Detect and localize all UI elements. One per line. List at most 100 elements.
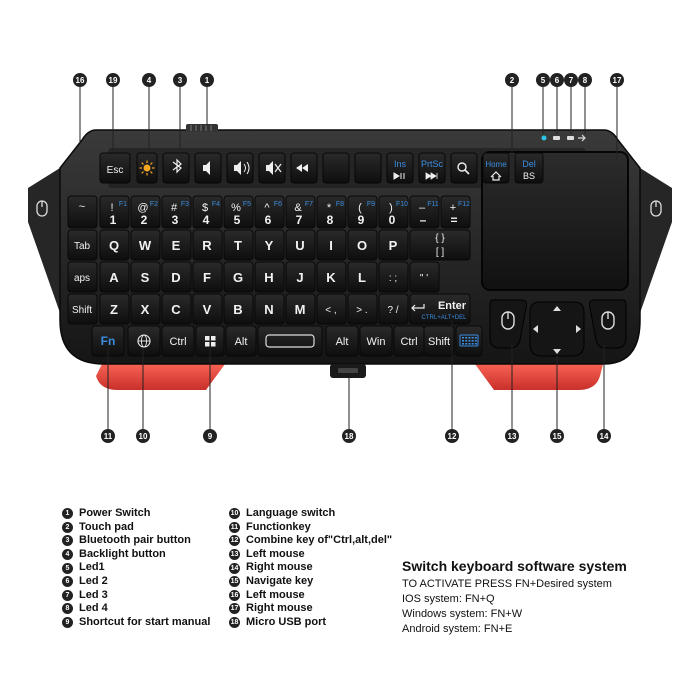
key-num-0[interactable] xyxy=(99,195,130,229)
key-num-3[interactable] xyxy=(192,195,223,229)
key-q-2[interactable] xyxy=(130,229,161,261)
key-num-6[interactable] xyxy=(285,195,316,229)
key-q-3[interactable] xyxy=(161,229,192,261)
key-shift-label: ) xyxy=(389,202,393,214)
key-punct-label: < , xyxy=(325,305,336,316)
key-alt-label: Alt xyxy=(235,336,248,348)
key-z-extra-1[interactable] xyxy=(347,293,378,325)
key-bottom-6[interactable] xyxy=(325,325,359,357)
key-a-extra-0[interactable] xyxy=(378,261,409,293)
system-line: Windows system: FN+W xyxy=(402,608,523,620)
key-z-6[interactable] xyxy=(254,293,285,325)
key-a-7[interactable] xyxy=(285,261,316,293)
key-bottom-2[interactable] xyxy=(161,325,195,357)
key-a-extra-1[interactable] xyxy=(409,261,440,293)
key-bottom-9[interactable] xyxy=(423,325,455,357)
legend-number-badge: 12 xyxy=(229,535,240,547)
system-line: TO ACTIVATE PRESS FN+Desired system xyxy=(402,578,612,590)
callout-number: 8 xyxy=(583,76,588,85)
key-z-5[interactable] xyxy=(223,293,254,325)
key-a-8[interactable] xyxy=(316,261,347,293)
callout-number: 3 xyxy=(178,76,183,85)
key-q-4[interactable] xyxy=(192,229,223,261)
key-enter[interactable] xyxy=(409,293,471,325)
key-bracket[interactable] xyxy=(409,229,471,261)
callout-badge xyxy=(578,73,592,87)
key-z-extra-2[interactable] xyxy=(378,293,409,325)
key-q-7[interactable] xyxy=(285,229,316,261)
key-top-12[interactable] xyxy=(482,152,510,184)
callout-number: 14 xyxy=(600,432,609,441)
key-q-9[interactable] xyxy=(347,229,378,261)
key-a-6[interactable] xyxy=(254,261,285,293)
key-bottom-7[interactable] xyxy=(359,325,393,357)
key-num-11[interactable] xyxy=(440,195,471,229)
legend-number-badge: 8 xyxy=(62,603,73,615)
key-tab[interactable] xyxy=(67,229,98,261)
legend-text: Led1 xyxy=(79,561,105,574)
enter-arrow-icon xyxy=(411,304,425,312)
key-tilde[interactable] xyxy=(67,195,98,229)
volume-down-icon xyxy=(203,161,210,175)
callout-badge xyxy=(564,73,578,87)
key-shift-left[interactable] xyxy=(67,293,98,325)
key-letter-label: I xyxy=(329,238,333,253)
key-num-5[interactable] xyxy=(254,195,285,229)
key-a-3[interactable] xyxy=(161,261,192,293)
key-top-10[interactable] xyxy=(418,152,446,184)
key-enter-label: Enter xyxy=(438,300,467,312)
key-a-2[interactable] xyxy=(130,261,161,293)
key-prtsc-label: PrtSc xyxy=(421,159,444,169)
key-bracket-bottom-label: [ ] xyxy=(436,247,445,258)
key-top-0[interactable] xyxy=(99,152,131,184)
key-num-4[interactable] xyxy=(223,195,254,229)
key-num-2[interactable] xyxy=(161,195,192,229)
key-q-5[interactable] xyxy=(223,229,254,261)
nav-right-icon xyxy=(576,325,581,333)
prev-track-icon xyxy=(296,164,308,172)
legend-number-badge: 15 xyxy=(229,576,240,588)
key-q-1[interactable] xyxy=(99,229,130,261)
key-caps[interactable] xyxy=(67,261,98,293)
key-z-4[interactable] xyxy=(192,293,223,325)
key-z-2[interactable] xyxy=(130,293,161,325)
callout-number: 19 xyxy=(109,76,118,85)
key-shift-label: ! xyxy=(110,202,113,214)
key-q-10[interactable] xyxy=(378,229,409,261)
key-fn-label: F6 xyxy=(274,201,282,208)
key-num-1[interactable] xyxy=(130,195,161,229)
legend-text: Shortcut for start manual xyxy=(79,615,211,628)
key-top-7[interactable] xyxy=(322,152,350,184)
key-num-10[interactable] xyxy=(409,195,440,229)
key-tilde-label: ~ xyxy=(79,201,85,213)
key-bottom-4[interactable] xyxy=(225,325,257,357)
key-a-1[interactable] xyxy=(99,261,130,293)
key-home-label: Home xyxy=(485,160,507,169)
wing-mouse-left-icon xyxy=(36,200,48,217)
key-q-6[interactable] xyxy=(254,229,285,261)
key-fn-label: F10 xyxy=(396,201,408,208)
key-top-13[interactable] xyxy=(514,152,544,184)
key-a-5[interactable] xyxy=(223,261,254,293)
key-num-label: 8 xyxy=(327,213,334,227)
key-a-9[interactable] xyxy=(347,261,378,293)
key-num-8[interactable] xyxy=(347,195,378,229)
key-top-8[interactable] xyxy=(354,152,382,184)
key-z-3[interactable] xyxy=(161,293,192,325)
legend-text: Touch pad xyxy=(79,520,134,533)
key-z-7[interactable] xyxy=(285,293,316,325)
led-indicators xyxy=(541,134,586,142)
callout-badge xyxy=(597,429,611,443)
legend-number-badge: 11 xyxy=(229,521,240,533)
key-a-4[interactable] xyxy=(192,261,223,293)
key-num-7[interactable] xyxy=(316,195,347,229)
legend-number-badge: 4 xyxy=(62,549,73,561)
key-num-9[interactable] xyxy=(378,195,409,229)
key-z-1[interactable] xyxy=(99,293,130,325)
key-q-8[interactable] xyxy=(316,229,347,261)
key-bottom-5[interactable] xyxy=(257,325,323,357)
key-top-11[interactable] xyxy=(450,152,478,184)
key-z-extra-0[interactable] xyxy=(316,293,347,325)
